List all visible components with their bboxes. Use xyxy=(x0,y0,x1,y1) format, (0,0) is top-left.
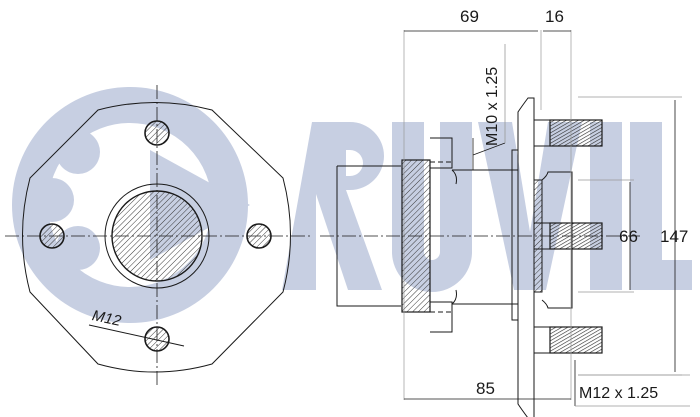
bolt-hole-bottom xyxy=(144,326,170,352)
side-view xyxy=(320,97,640,417)
front-view xyxy=(5,85,310,388)
dimension-85: 85 xyxy=(476,379,495,398)
dimension-16: 16 xyxy=(545,7,564,26)
dimension-lines xyxy=(403,30,690,407)
bolt-hole-top xyxy=(144,120,170,146)
thread-label-m10: M10 x 1.25 xyxy=(484,66,501,146)
dimension-69: 69 xyxy=(460,7,479,26)
bolt-hole-left xyxy=(39,223,65,249)
bolt-hole-right xyxy=(246,223,272,249)
flange-outline xyxy=(22,102,291,373)
dimension-66: 66 xyxy=(619,227,638,246)
watermark-logo xyxy=(12,87,692,323)
dimension-147: 147 xyxy=(660,227,689,246)
thread-label-m12-studs: M12 x 1.25 xyxy=(579,385,659,402)
